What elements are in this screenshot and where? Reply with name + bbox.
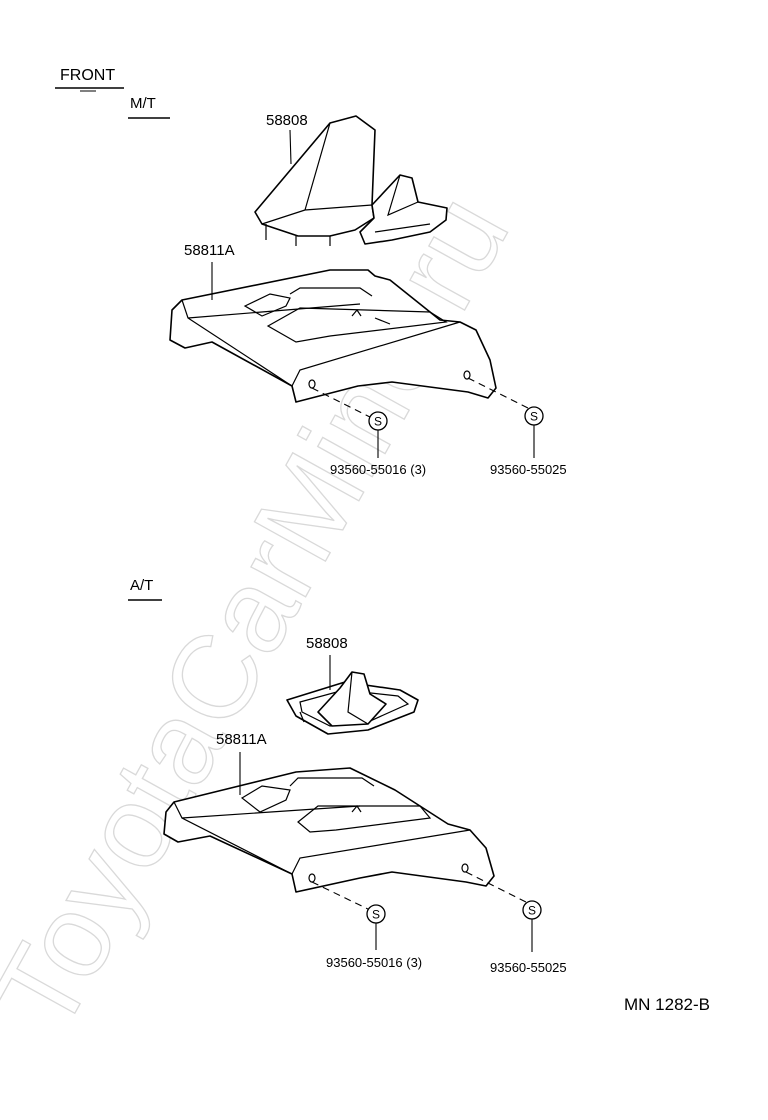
svg-text:S: S [530,410,538,424]
mt-console-panel [169,269,497,403]
at-shift-boot [286,671,419,735]
mt-right-screw-part-number: 93560-55025 [490,462,567,477]
diagram-code: MN 1282-B [624,995,710,1014]
mt-shift-boot [254,115,448,246]
at-left-screw-dash [311,881,371,911]
mt-panel-part-number: 58811A [184,242,235,259]
at-left-screw-part-number: 93560-55016 (3) [326,955,422,970]
mt-boot-leader [289,129,292,165]
at-right-screw-part-number: 93560-55025 [490,960,567,975]
front-header: FRONT [55,67,124,92]
mt-boot-part-number: 58808 [266,112,308,129]
at-boot-part-number: 58808 [306,635,348,652]
mt-left-clip-symbol: S [368,411,388,431]
svg-text:S: S [374,415,382,429]
mt-section-label: M/T [130,95,156,112]
at-left-clip-symbol: S [366,904,386,924]
mt-section: M/T 58808 58811A S [128,95,567,477]
at-right-clip-symbol: S [522,900,542,920]
front-label: FRONT [60,67,115,84]
mt-left-screw-part-number: 93560-55016 (3) [330,462,426,477]
svg-text:S: S [372,908,380,922]
at-panel-part-number: 58811A [216,731,267,748]
at-section: A/T 58808 58811A S [128,577,567,975]
svg-text:S: S [528,904,536,918]
at-section-label: A/T [130,577,153,594]
mt-right-clip-symbol: S [524,406,544,426]
at-console-panel [163,767,495,893]
